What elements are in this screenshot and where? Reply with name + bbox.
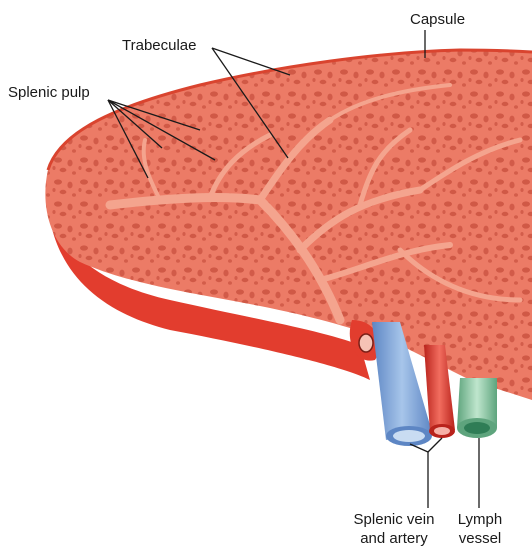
splenic-vein-label-line1: Splenic vein <box>342 510 446 529</box>
lymph-vessel <box>457 378 497 438</box>
splenic-vein-and-artery-label: Splenic vein and artery <box>342 510 446 548</box>
lymph-vessel-label: Lymph vessel <box>452 510 508 548</box>
lymph-vessel-label-line2: vessel <box>452 529 508 548</box>
splenic-vein-label-line2: and artery <box>342 529 446 548</box>
splenic-pulp-label: Splenic pulp <box>8 83 90 102</box>
lymph-vessel-label-line1: Lymph <box>452 510 508 529</box>
trabeculae-label: Trabeculae <box>122 36 197 55</box>
capsule-label: Capsule <box>410 10 465 29</box>
